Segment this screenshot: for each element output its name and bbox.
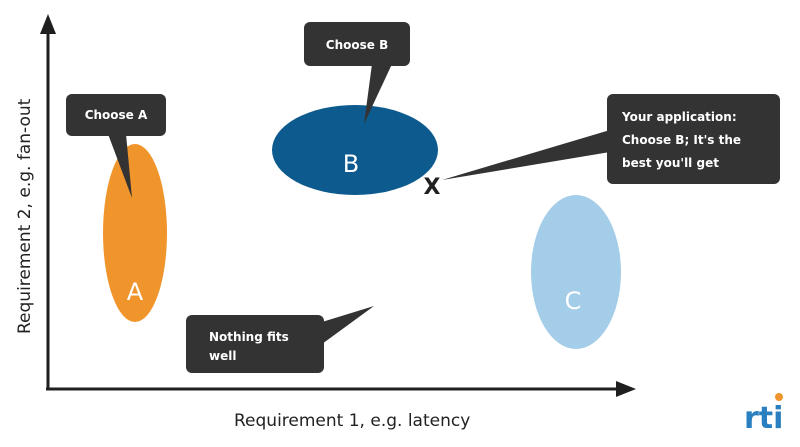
- y-axis-label: Requirement 2, e.g. fan-out: [15, 98, 35, 334]
- rti-logo-text: rti: [744, 401, 783, 436]
- region-a-ellipse: [103, 144, 167, 322]
- region-b: B: [272, 105, 438, 195]
- callout-choose-a: Choose A: [66, 94, 166, 198]
- callout-choose-b-pointer: [364, 64, 392, 124]
- callout-choose-b-text: Choose B: [326, 38, 388, 52]
- callout-choose-b-box: [304, 22, 410, 66]
- region-c-ellipse: [531, 195, 621, 349]
- callout-nothing-fits-line-1: Nothing fits: [209, 330, 289, 344]
- callout-choose-a-pointer: [108, 134, 132, 198]
- rti-logo: rti: [744, 393, 783, 436]
- region-c: C: [531, 195, 621, 349]
- x-axis-label: Requirement 1, e.g. latency: [234, 411, 470, 431]
- callout-choose-a-box: [66, 94, 166, 136]
- callout-application-line-1: Your application:: [621, 110, 737, 124]
- x-axis-arrowhead: [616, 381, 636, 397]
- rti-logo-dot: [775, 393, 783, 401]
- application-marker: X: [424, 175, 441, 200]
- region-b-label: B: [343, 150, 359, 178]
- callout-application-pointer: [442, 130, 610, 180]
- callout-choose-a-text: Choose A: [85, 108, 148, 122]
- callout-nothing-fits-pointer: [322, 306, 374, 344]
- callout-application-box: [607, 94, 780, 184]
- y-axis-arrowhead: [40, 14, 56, 34]
- region-a: A: [103, 144, 167, 322]
- callout-application-line-2: Choose B; It's the: [622, 133, 741, 147]
- callout-application: Your application: Choose B; It's the bes…: [442, 94, 780, 184]
- callout-application-line-3: best you'll get: [622, 156, 719, 170]
- axes: [40, 14, 636, 397]
- callout-nothing-fits: Nothing fits well: [186, 306, 374, 373]
- callout-choose-b: Choose B: [304, 22, 410, 124]
- region-a-label: A: [127, 278, 144, 306]
- callout-nothing-fits-box: [186, 315, 324, 373]
- region-c-label: C: [565, 287, 582, 315]
- region-b-ellipse: [272, 105, 438, 195]
- callout-nothing-fits-line-2: well: [209, 349, 236, 363]
